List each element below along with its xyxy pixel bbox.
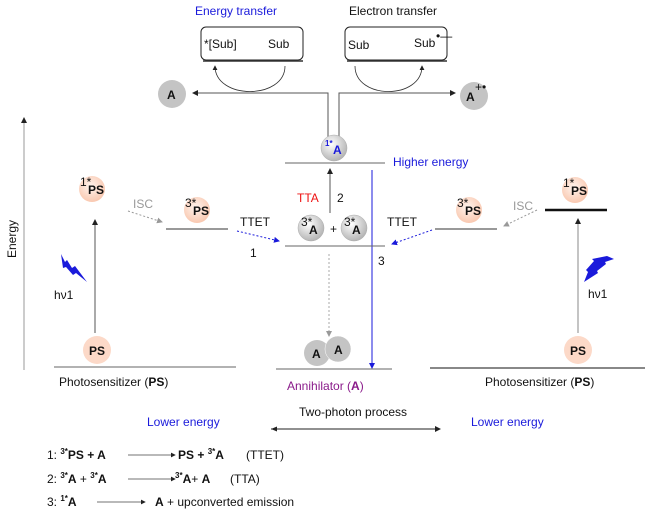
equation-1-note: (TTET) xyxy=(246,448,284,462)
right-hv-label: hν1 xyxy=(588,287,608,301)
right-photosensitizer-label: Photosensitizer (PS) xyxy=(485,375,594,389)
left-singlet-ps-sup: 1* xyxy=(80,175,92,189)
sub-radical-anion-text: Sub xyxy=(414,36,436,50)
electron-transfer-label: Electron transfer xyxy=(349,4,437,18)
left-ground-ps-label: PS xyxy=(89,344,105,358)
ground-a-circle-2 xyxy=(324,335,352,363)
left-singlet-ps-circle xyxy=(79,176,105,202)
ground-a-1-label: A xyxy=(312,347,321,361)
right-ground-ps-label: PS xyxy=(570,344,586,358)
left-singlet-ps-base: PS xyxy=(88,183,104,197)
step-3-label: 3 xyxy=(378,254,385,268)
triplet-a-circle-2 xyxy=(340,214,368,242)
branch-line-left xyxy=(192,90,329,145)
lower-energy-right-label: Lower energy xyxy=(471,415,544,429)
singlet-a-sup: 1* xyxy=(325,139,333,148)
energy-transfer-label: Energy transfer xyxy=(195,4,277,18)
right-triplet-ps-base: PS xyxy=(465,204,481,218)
lower-energy-left-label: Lower energy xyxy=(147,415,220,429)
sub-text-2: Sub xyxy=(348,38,370,52)
right-ttet-arrow xyxy=(391,229,433,246)
left-triplet-ps-sup: 3* xyxy=(185,196,197,210)
right-singlet-ps-base: PS xyxy=(571,184,587,198)
left-ttet-label: TTET xyxy=(240,215,271,229)
left-isc-arrow xyxy=(127,210,163,224)
right-singlet-ps-circle xyxy=(562,177,588,203)
triplet-a-1-base: A xyxy=(309,223,318,237)
sub-text: Sub xyxy=(268,37,290,51)
left-photosensitizer-label: Photosensitizer (PS) xyxy=(59,375,168,389)
plus-sign: + xyxy=(330,222,337,236)
left-lightning-icon xyxy=(61,254,87,282)
equation-3-rhs: A + upconverted emission xyxy=(155,495,294,509)
triplet-a-1-sup: 3* xyxy=(301,215,313,229)
electron-transfer-box xyxy=(344,26,448,61)
left-hv-label: hν1 xyxy=(54,288,74,302)
a-radical-cation-label: A xyxy=(466,90,475,104)
a-radical-cation-circle xyxy=(460,82,488,110)
left-triplet-ps-base: PS xyxy=(193,204,209,218)
two-photon-label: Two-photon process xyxy=(299,405,407,419)
a-ground-left-circle xyxy=(158,80,186,108)
singlet-a-base: A xyxy=(333,143,342,157)
right-singlet-ps-sup: 1* xyxy=(563,176,575,190)
a-ground-left-label: A xyxy=(167,88,176,102)
right-lightning-icon xyxy=(584,256,614,282)
equation-2-note: (TTA) xyxy=(230,472,260,486)
electron-transfer-curve xyxy=(354,65,425,92)
equation-1-lhs: 1: 3*PS + A xyxy=(47,447,106,462)
left-ttet-arrow xyxy=(236,230,280,243)
ground-a-circle-1 xyxy=(304,340,330,366)
triplet-a-circle-1 xyxy=(297,214,325,242)
radical-anion-sup: •— xyxy=(436,29,452,43)
energy-axis-label: Energy xyxy=(5,220,19,258)
step-2-label: 2 xyxy=(337,191,344,205)
excited-sub-text: *[Sub] xyxy=(204,37,237,51)
energy-transfer-curve xyxy=(212,65,286,92)
a-radical-cation-sup: +• xyxy=(475,80,486,94)
triplet-a-2-sup: 3* xyxy=(344,215,356,229)
equation-3-lhs: 3: 1*A xyxy=(47,494,77,509)
step-1-label: 1 xyxy=(250,246,257,260)
triplet-a-2-base: A xyxy=(352,223,361,237)
left-triplet-ps-circle xyxy=(184,197,210,223)
higher-energy-label: Higher energy xyxy=(393,155,468,169)
right-isc-label: ISC xyxy=(513,199,533,213)
tta-label: TTA xyxy=(297,191,319,205)
left-isc-label: ISC xyxy=(133,197,153,211)
equations: 1: 3*PS + A PS + 3*A (TTET) 2: 3*A + 3*A 3*A… xyxy=(47,447,294,509)
energy-transfer-box xyxy=(200,26,304,61)
equation-2-lhs: 2: 3*A + 3*A xyxy=(47,471,107,486)
annihilator-label: Annihilator (A) xyxy=(287,379,364,393)
right-triplet-ps-sup: 3* xyxy=(457,196,469,210)
singlet-a-circle xyxy=(320,134,348,162)
right-ttet-label: TTET xyxy=(387,215,418,229)
left-ground-ps-circle xyxy=(83,336,111,364)
right-triplet-ps-circle xyxy=(456,197,482,223)
right-ground-ps-circle xyxy=(564,336,592,364)
branch-line-right xyxy=(338,90,456,145)
equation-2-rhs: 3*A+ A xyxy=(175,471,211,486)
ground-a-2-label: A xyxy=(334,343,343,357)
equation-1-rhs: PS + 3*A xyxy=(178,447,224,462)
